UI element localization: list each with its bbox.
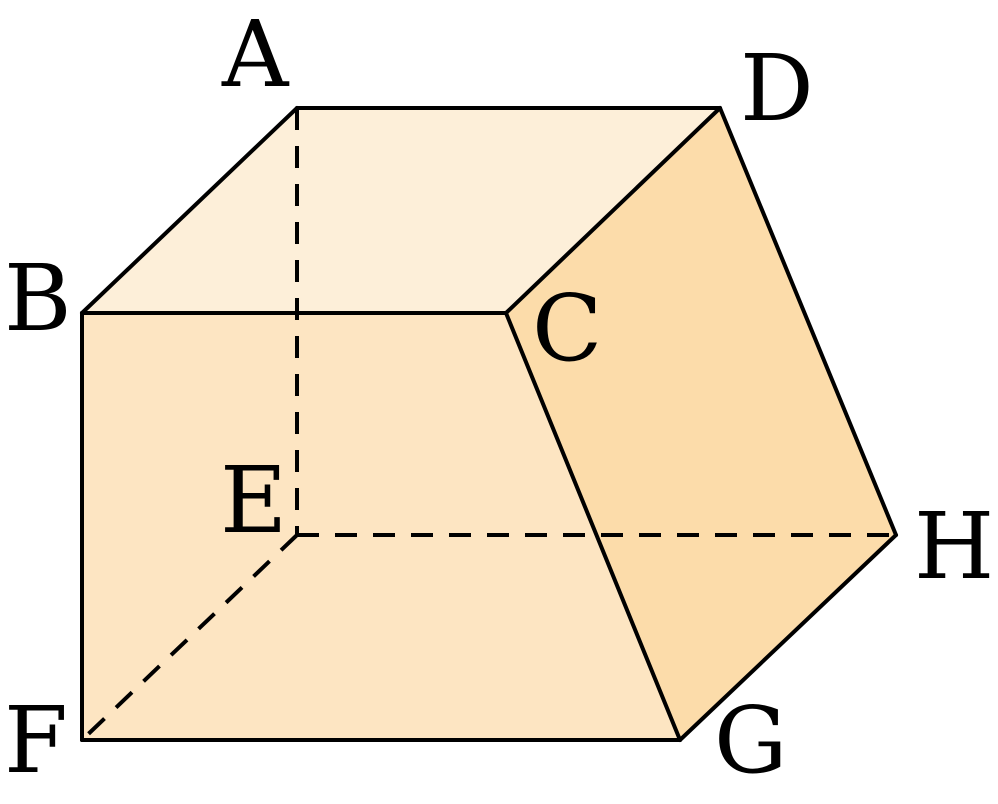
vertex-label-D: D (740, 35, 814, 142)
edge-CG (504, 311, 682, 742)
edge-DH (718, 106, 898, 537)
vertex-label-A: A (221, 1, 290, 108)
edge-DC (504, 106, 722, 315)
vertex-label-C: C (532, 275, 602, 382)
edge-BA (80, 106, 299, 315)
hidden-edge-EF (80, 533, 299, 742)
front-face (82, 313, 680, 740)
top-face (82, 108, 720, 313)
side-face (506, 108, 896, 740)
vertex-label-F: F (4, 687, 68, 794)
edge-HG (678, 533, 898, 742)
vertex-label-H: H (914, 493, 994, 600)
vertex-label-B: B (4, 245, 72, 352)
vertex-label-G: G (714, 687, 788, 794)
vertex-label-E: E (220, 447, 287, 554)
